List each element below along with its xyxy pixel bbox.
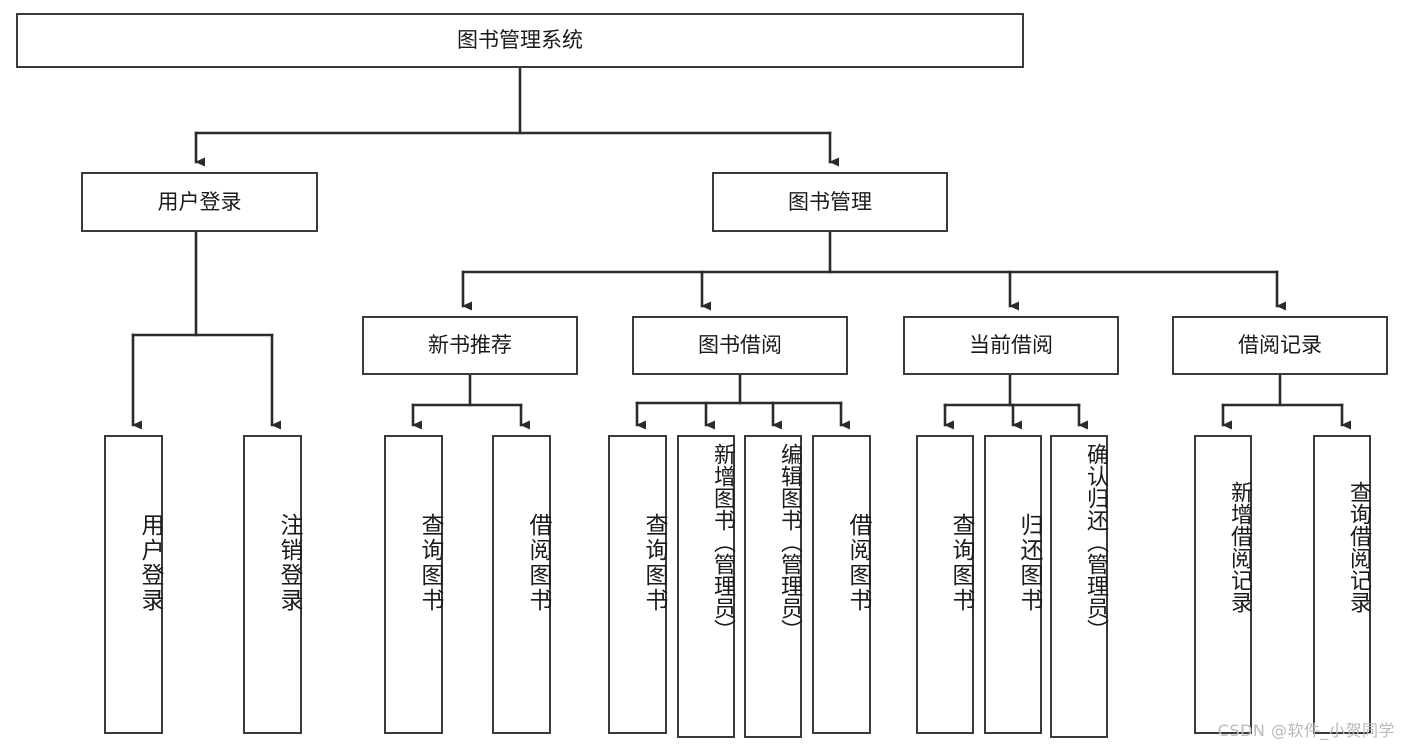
node-leaf-query-record[interactable]: 查询借阅记录	[1313, 435, 1371, 734]
node-leaf-query-book-1[interactable]: 查询图书	[384, 435, 443, 734]
node-leaf-query-book-1-label: 查询图书	[417, 513, 443, 613]
node-leaf-borrow-book-2[interactable]: 借阅图书	[812, 435, 871, 734]
node-leaf-confirm-return[interactable]: 确认归还（管理员）	[1050, 435, 1108, 738]
node-leaf-edit-book[interactable]: 编辑图书（管理员）	[744, 435, 802, 738]
node-leaf-user-login-label: 用户登录	[137, 513, 163, 613]
node-leaf-query-book-2-label: 查询图书	[641, 513, 667, 613]
node-borrow-record[interactable]: 借阅记录	[1172, 316, 1388, 375]
node-current-borrow[interactable]: 当前借阅	[903, 316, 1119, 375]
node-leaf-query-book-3-label: 查询图书	[948, 513, 974, 613]
node-leaf-logout[interactable]: 注销登录	[243, 435, 302, 734]
node-borrow-record-label: 借阅记录	[1238, 333, 1322, 358]
node-book-management[interactable]: 图书管理	[712, 172, 948, 232]
node-leaf-borrow-book-1[interactable]: 借阅图书	[492, 435, 551, 734]
node-leaf-confirm-return-label: 确认归还（管理员）	[1083, 443, 1108, 641]
node-leaf-return-book-label: 归还图书	[1016, 513, 1042, 613]
node-book-management-label: 图书管理	[788, 189, 872, 214]
node-leaf-add-book-label: 新增图书（管理员）	[710, 443, 735, 641]
node-leaf-edit-book-label: 编辑图书（管理员）	[777, 443, 802, 641]
node-book-borrow-label: 图书借阅	[698, 333, 782, 358]
node-leaf-add-book[interactable]: 新增图书（管理员）	[677, 435, 735, 738]
node-current-borrow-label: 当前借阅	[969, 333, 1053, 358]
node-root[interactable]: 图书管理系统	[16, 13, 1024, 68]
node-user-login-label: 用户登录	[157, 189, 242, 214]
node-new-book-recommend-label: 新书推荐	[428, 333, 512, 358]
node-leaf-return-book[interactable]: 归还图书	[984, 435, 1042, 734]
node-leaf-add-record[interactable]: 新增借阅记录	[1194, 435, 1252, 734]
node-leaf-query-record-label: 查询借阅记录	[1346, 481, 1371, 613]
node-book-borrow[interactable]: 图书借阅	[632, 316, 848, 375]
node-new-book-recommend[interactable]: 新书推荐	[362, 316, 578, 375]
node-user-login[interactable]: 用户登录	[81, 172, 318, 232]
node-leaf-borrow-book-1-label: 借阅图书	[525, 513, 551, 613]
node-leaf-query-book-2[interactable]: 查询图书	[608, 435, 667, 734]
node-leaf-query-book-3[interactable]: 查询图书	[916, 435, 974, 734]
node-leaf-borrow-book-2-label: 借阅图书	[845, 513, 871, 613]
node-leaf-add-record-label: 新增借阅记录	[1227, 481, 1252, 613]
node-leaf-user-login[interactable]: 用户登录	[104, 435, 163, 734]
watermark-text: CSDN @软件_小贺同学	[1217, 721, 1395, 740]
node-leaf-logout-label: 注销登录	[276, 513, 302, 613]
node-root-label: 图书管理系统	[457, 28, 583, 53]
